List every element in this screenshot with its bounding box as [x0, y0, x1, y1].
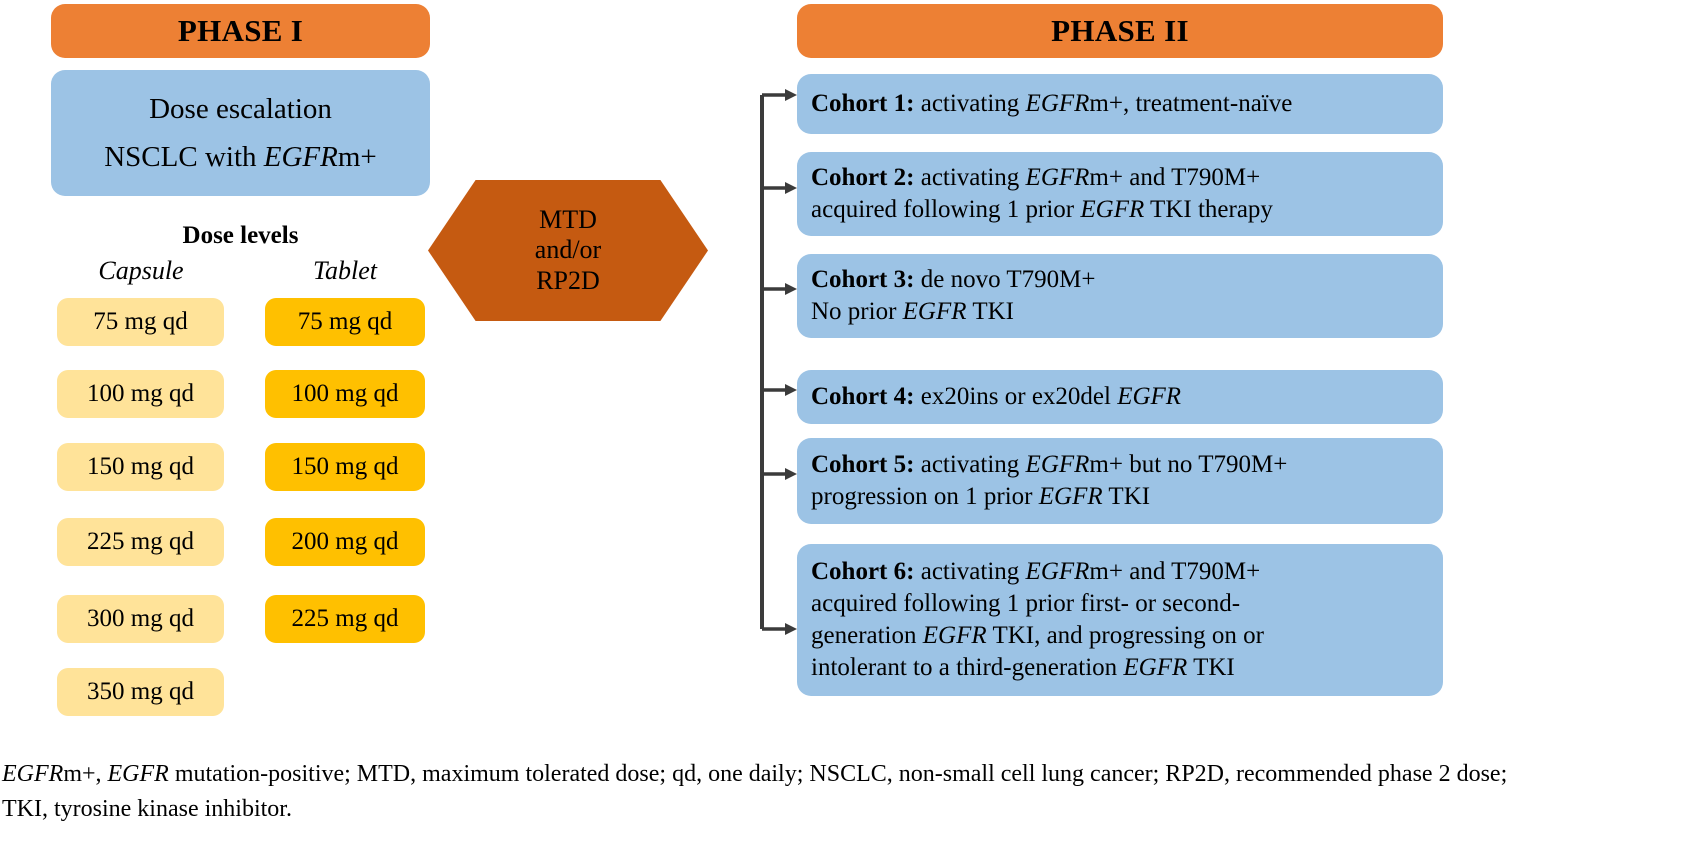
dose-escalation-box: Dose escalation NSCLC with EGFRm+: [51, 70, 430, 196]
capsule-column-header: Capsule: [98, 256, 184, 285]
cohort-box[interactable]: Cohort 6: activating EGFRm+ and T790M+ac…: [797, 544, 1443, 696]
capsule-dose-chip[interactable]: 225 mg qd: [57, 518, 224, 566]
cohort-box[interactable]: Cohort 4: ex20ins or ex20del EGFR: [797, 370, 1443, 424]
gateway-line-1: MTD: [539, 205, 597, 235]
egfr-gene-label: EGFR: [1025, 558, 1090, 585]
tablet-dose-chip[interactable]: 75 mg qd: [265, 298, 425, 346]
egfr-gene-label: EGFR: [1117, 383, 1182, 410]
connector-arrowhead: [785, 89, 797, 101]
mutation-suffix: m+: [337, 141, 377, 173]
cohort-line: Cohort 1: activating EGFRm+, treatment-n…: [811, 88, 1429, 120]
text-run: activating: [914, 558, 1026, 585]
text-run: TKI therapy: [1144, 196, 1273, 223]
capsule-dose-chip[interactable]: 75 mg qd: [57, 298, 224, 346]
cohort-label: Cohort 6:: [811, 558, 915, 585]
text-run: m+,: [63, 761, 108, 787]
phase-1-title: PHASE I: [177, 13, 304, 48]
text-run: ex20ins or ex20del: [914, 383, 1118, 410]
cohort-line: Cohort 6: activating EGFRm+ and T790M+: [811, 556, 1429, 588]
egfr-gene-label: EGFR: [1025, 451, 1090, 478]
capsule-dose-chip[interactable]: 300 mg qd: [57, 595, 224, 643]
text-run: TKI: [1102, 483, 1151, 510]
cohort-line: Cohort 2: activating EGFRm+ and T790M+: [811, 162, 1429, 194]
tablet-dose-chip[interactable]: 225 mg qd: [265, 595, 425, 643]
text-run: activating: [914, 164, 1026, 191]
text-run: mutation-positive; MTD, maximum tolerate…: [168, 761, 1508, 787]
tablet-dose-chip[interactable]: 150 mg qd: [265, 443, 425, 491]
egfr-gene-label: EGFR: [1123, 654, 1188, 681]
phase-2-title: PHASE II: [1051, 13, 1189, 48]
tablet-column-header: Tablet: [312, 256, 378, 285]
egfr-gene-label: EGFR: [263, 141, 338, 173]
text-run: TKI: [966, 298, 1014, 325]
cohort-line: No prior EGFR TKI: [811, 296, 1429, 328]
dose-levels-title: Dose levels: [182, 222, 299, 249]
tablet-dose-chip[interactable]: 200 mg qd: [265, 518, 425, 566]
gateway-line-3: RP2D: [536, 265, 600, 295]
dose-escalation-line-1: Dose escalation: [149, 92, 332, 125]
phase-2-header: PHASE II: [797, 4, 1443, 58]
capsule-dose-chip[interactable]: 100 mg qd: [57, 370, 224, 418]
footnote-line: EGFRm+, EGFR mutation-positive; MTD, max…: [2, 757, 1680, 792]
nsclc-prefix: NSCLC with: [104, 141, 264, 173]
egfr-gene-label: EGFR: [922, 622, 987, 649]
text-run: m+ but no T790M+: [1089, 451, 1288, 478]
egfr-gene-label: EGFR: [1038, 483, 1103, 510]
cohort-label: Cohort 1:: [811, 90, 915, 117]
text-run: TKI: [1187, 654, 1235, 681]
cohort-connector-tree: [760, 89, 797, 635]
egfr-gene-label: EGFR: [1080, 196, 1145, 223]
text-run: No prior: [811, 298, 903, 325]
text-run: m+ and T790M+: [1089, 558, 1261, 585]
cohort-line: progression on 1 prior EGFR TKI: [811, 481, 1429, 513]
tablet-dose-chip[interactable]: 100 mg qd: [265, 370, 425, 418]
connector-arrowhead: [785, 283, 797, 295]
cohort-box[interactable]: Cohort 5: activating EGFRm+ but no T790M…: [797, 438, 1443, 524]
cohort-line: Cohort 3: de novo T790M+: [811, 264, 1429, 296]
cohort-line: acquired following 1 prior first- or sec…: [811, 588, 1429, 620]
gateway-line-2: and/or: [534, 235, 602, 265]
capsule-dose-chip[interactable]: 150 mg qd: [57, 443, 224, 491]
cohort-line: intolerant to a third-generation EGFR TK…: [811, 652, 1429, 684]
text-run: activating: [914, 90, 1026, 117]
text-run: m+ and T790M+: [1089, 164, 1261, 191]
connector-arrowhead: [785, 623, 797, 635]
dose-escalation-line-2: NSCLC with EGFRm+: [104, 142, 377, 172]
connector-arrowhead: [785, 384, 797, 396]
text-run: TKI, and progressing on or: [986, 622, 1264, 649]
egfr-gene-label: EGFR: [107, 761, 169, 787]
connector-arrowhead: [785, 468, 797, 480]
cohort-line: acquired following 1 prior EGFR TKI ther…: [811, 194, 1429, 226]
text-run: intolerant to a third-generation: [811, 654, 1124, 681]
mtd-rp2d-hexagon: MTD and/or RP2D: [428, 180, 708, 321]
text-run: m+, treatment-naïve: [1089, 90, 1293, 117]
text-run: progression on 1 prior: [811, 483, 1039, 510]
text-run: acquired following 1 prior: [811, 196, 1081, 223]
cohort-label: Cohort 3:: [811, 266, 915, 293]
abbreviation-footnote: EGFRm+, EGFR mutation-positive; MTD, max…: [2, 757, 1680, 827]
cohort-box[interactable]: Cohort 1: activating EGFRm+, treatment-n…: [797, 74, 1443, 134]
egfr-gene-label: EGFR: [902, 298, 967, 325]
cohort-label: Cohort 2:: [811, 164, 915, 191]
cohort-label: Cohort 4:: [811, 383, 915, 410]
cohort-line: Cohort 5: activating EGFRm+ but no T790M…: [811, 449, 1429, 481]
footnote-line: TKI, tyrosine kinase inhibitor.: [2, 792, 1680, 827]
text-run: acquired following 1 prior first- or sec…: [811, 590, 1241, 617]
cohort-box[interactable]: Cohort 3: de novo T790M+No prior EGFR TK…: [797, 254, 1443, 338]
egfr-gene-label: EGFR: [1025, 90, 1090, 117]
cohort-box[interactable]: Cohort 2: activating EGFRm+ and T790M+ac…: [797, 152, 1443, 236]
text-run: generation: [811, 622, 923, 649]
cohort-line: Cohort 4: ex20ins or ex20del EGFR: [811, 381, 1429, 413]
capsule-dose-chip[interactable]: 350 mg qd: [57, 668, 224, 716]
phase-1-header: PHASE I: [51, 4, 430, 58]
text-run: de novo T790M+: [914, 266, 1096, 293]
connector-arrowhead: [785, 182, 797, 194]
egfr-gene-label: EGFR: [1025, 164, 1090, 191]
cohort-label: Cohort 5:: [811, 451, 915, 478]
text-run: activating: [914, 451, 1026, 478]
cohort-line: generation EGFR TKI, and progressing on …: [811, 620, 1429, 652]
egfr-gene-label: EGFR: [2, 761, 64, 787]
text-run: TKI, tyrosine kinase inhibitor.: [2, 795, 292, 822]
